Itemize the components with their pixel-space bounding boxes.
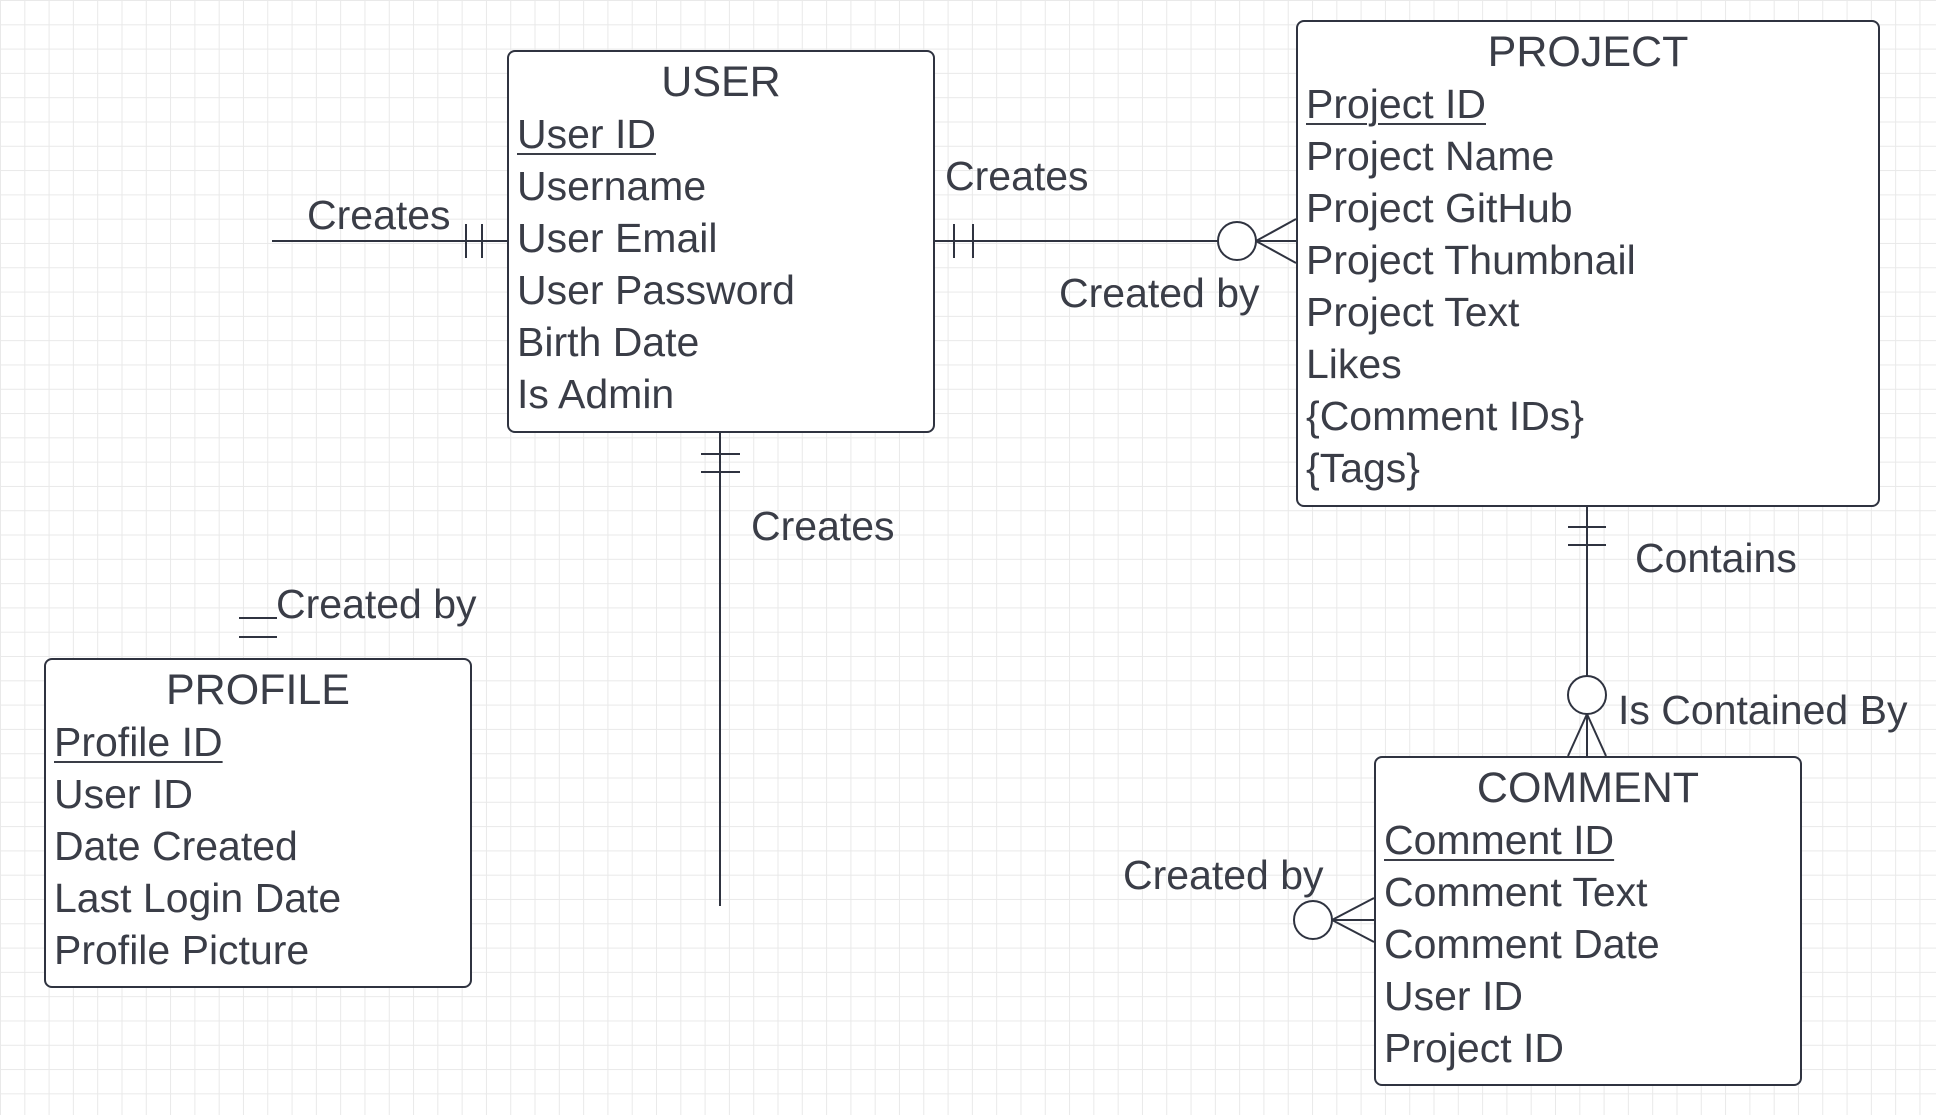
zero-or-many-marker	[1293, 897, 1375, 943]
primary-key-attribute: Project ID	[1306, 81, 1486, 127]
one-and-only-one-marker	[1568, 526, 1606, 546]
attribute: Project Thumbnail	[1306, 237, 1636, 283]
one-and-only-one-marker	[465, 224, 483, 258]
attribute: Project Name	[1306, 133, 1555, 179]
one-and-only-one-marker	[239, 617, 277, 638]
relationship-label-comment-is-contained-by: Is Contained By	[1618, 687, 1908, 733]
attribute: Username	[517, 163, 707, 209]
zero-or-many-marker	[1217, 218, 1297, 264]
attribute: Project ID	[1384, 1025, 1564, 1071]
attribute: Project Text	[1306, 289, 1520, 335]
attribute: Date Created	[54, 823, 298, 869]
relationship-label-profile-created-by: Created by	[276, 581, 477, 627]
attribute: Last Login Date	[54, 875, 342, 921]
attribute: {Comment IDs}	[1306, 393, 1584, 439]
connector-project-comment	[1567, 507, 1607, 757]
connector-user-profile	[239, 224, 507, 638]
entity-title: PROJECT	[1487, 28, 1689, 76]
relationship-label-user-creates-project: Creates	[945, 153, 1089, 199]
attribute: User ID	[1384, 973, 1523, 1019]
attribute: {Tags}	[1306, 445, 1420, 491]
entity-comment[interactable]: COMMENT Comment ID Comment Text Comment …	[1374, 756, 1802, 1086]
attribute: Comment Text	[1384, 869, 1648, 915]
entity-title: COMMENT	[1476, 764, 1700, 812]
entity-title: PROFILE	[166, 666, 350, 714]
attribute-list: Comment ID Comment Text Comment Date Use…	[1384, 814, 1792, 1074]
attribute: Profile Picture	[54, 927, 310, 973]
relationship-label-user-creates-profile: Creates	[307, 192, 451, 238]
attribute-list: Profile ID User ID Date Created Last Log…	[54, 716, 462, 976]
relationship-label-comment-created-by: Created by	[1123, 852, 1324, 898]
attribute: Is Admin	[517, 371, 675, 417]
one-and-only-one-marker	[953, 224, 974, 258]
entity-user[interactable]: USER User ID Username User Email User Pa…	[507, 50, 935, 433]
attribute: User ID	[54, 771, 193, 817]
primary-key-attribute: User ID	[517, 111, 656, 157]
connector-user-project	[935, 218, 1297, 264]
attribute: Comment Date	[1384, 921, 1660, 967]
primary-key-attribute: Profile ID	[54, 719, 223, 765]
relationship-label-project-created-by: Created by	[1059, 270, 1260, 316]
entity-profile[interactable]: PROFILE Profile ID User ID Date Created …	[44, 658, 472, 988]
attribute-list: User ID Username User Email User Passwor…	[517, 108, 925, 420]
one-and-only-one-marker	[701, 453, 740, 473]
attribute: Likes	[1306, 341, 1402, 387]
relationship-label-project-contains: Contains	[1635, 535, 1797, 581]
connector-user-comment	[701, 433, 1375, 943]
primary-key-attribute: Comment ID	[1384, 817, 1615, 863]
zero-or-many-marker	[1567, 675, 1607, 757]
entity-project[interactable]: PROJECT Project ID Project Name Project …	[1296, 20, 1880, 507]
attribute: User Email	[517, 215, 718, 261]
attribute: User Password	[517, 267, 795, 313]
attribute: Birth Date	[517, 319, 700, 365]
attribute: Project GitHub	[1306, 185, 1573, 231]
attribute-list: Project ID Project Name Project GitHub P…	[1306, 78, 1870, 494]
entity-title: USER	[661, 58, 781, 106]
relationship-label-user-creates-comment: Creates	[751, 503, 895, 549]
